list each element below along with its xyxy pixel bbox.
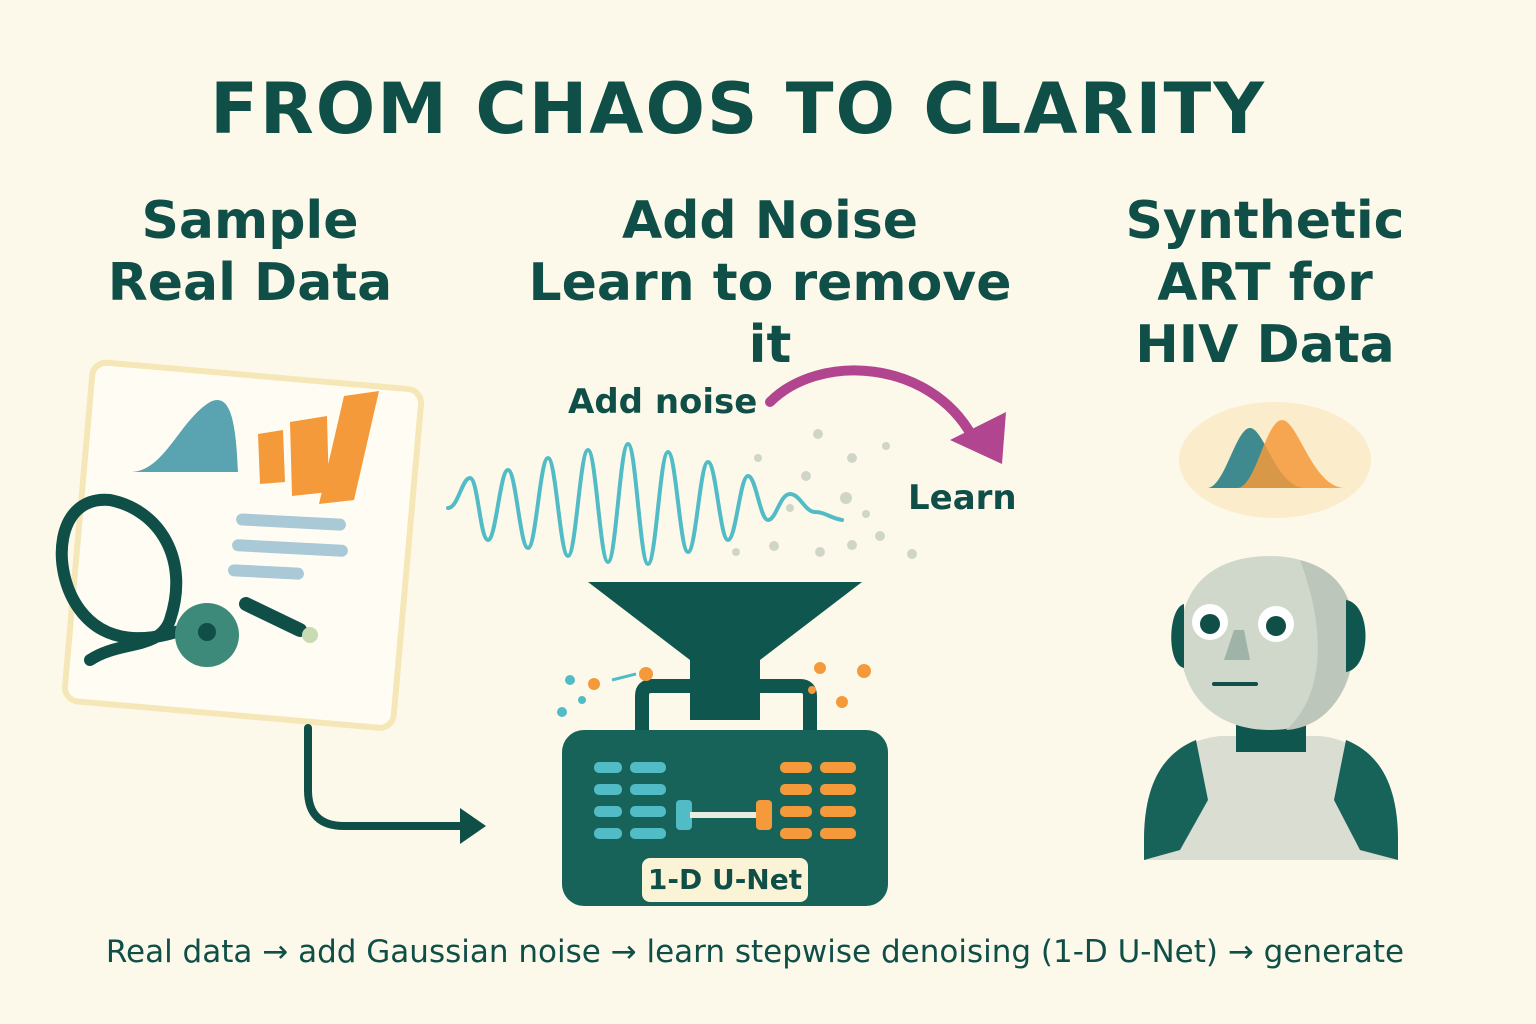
heading-line: HIV Data (1135, 315, 1395, 375)
heading-line: Add Noise (621, 191, 919, 251)
heading-line: Synthetic (1125, 191, 1405, 251)
robot-icon (1144, 556, 1398, 860)
model-label: 1-D U-Net (642, 858, 808, 902)
heading-line: Real Data (107, 253, 393, 313)
curved-arrow-icon (765, 365, 1006, 464)
caption: Real data → add Gaussian noise → learn s… (105, 934, 1405, 970)
step-heading-noise: Add Noise Learn to remove it (500, 190, 1040, 376)
noise-wave-icon (446, 429, 917, 567)
heading-line: Learn to remove it (528, 253, 1012, 375)
flow-arrow-icon (304, 724, 470, 830)
heading-line: ART for (1157, 253, 1373, 313)
step-heading-synthetic: Synthetic ART for HIV Data (1090, 190, 1440, 376)
distribution-icon (1179, 402, 1371, 518)
stethoscope-icon (55, 493, 239, 667)
add-noise-label: Add noise (568, 382, 758, 422)
learn-label: Learn (908, 478, 1017, 518)
document-chart-icon (61, 359, 425, 731)
page-title: FROM CHAOS TO CLARITY (210, 68, 1266, 150)
step-heading-sample: Sample Real Data (80, 190, 420, 314)
funnel-icon (588, 582, 862, 720)
heading-line: Sample (141, 191, 359, 251)
